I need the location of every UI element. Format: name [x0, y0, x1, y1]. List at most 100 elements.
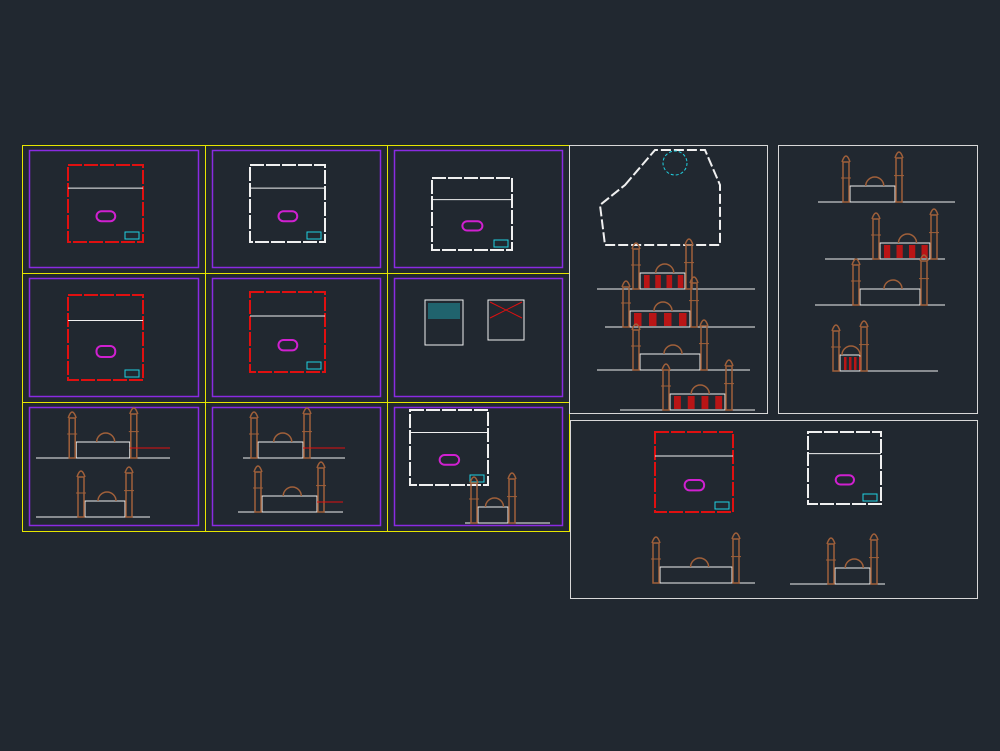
minaret-shaft: [685, 244, 693, 290]
floor-plan-final-2: [807, 431, 882, 505]
frame-plans-sections[interactable]: [570, 420, 978, 599]
facade-panel: [896, 245, 903, 258]
minaret-shaft: [732, 538, 740, 584]
dome: [865, 176, 885, 187]
minaret-shaft: [930, 214, 938, 260]
dome: [897, 233, 918, 244]
sheet-cell: [22, 402, 206, 532]
facade-panel: [844, 357, 847, 370]
viewport-border: [28, 149, 200, 269]
dome: [841, 345, 861, 356]
facade-panel: [921, 245, 928, 258]
minaret-shaft: [508, 478, 516, 524]
elevation-7: [815, 254, 945, 306]
elevation-front: [36, 407, 170, 459]
stair-block: [306, 231, 322, 240]
sheet-cell: [387, 402, 570, 532]
minaret-shaft: [68, 417, 76, 459]
minaret-cap: [869, 533, 879, 541]
minaret-shaft: [250, 417, 258, 459]
right-frames: [569, 145, 978, 599]
facade-panel: [644, 275, 650, 288]
dome: [273, 432, 293, 443]
detail-plan-a: [424, 299, 464, 346]
minaret-cap: [316, 461, 326, 469]
minaret-shaft: [254, 471, 262, 513]
minaret-cap: [651, 536, 661, 544]
facade-panel: [655, 275, 661, 288]
dome: [97, 491, 117, 502]
facade: [257, 441, 304, 459]
minaret-cap: [699, 319, 709, 327]
mihrab-oval: [438, 454, 461, 466]
viewport-border: [393, 277, 564, 398]
facade: [639, 353, 701, 371]
dome: [883, 279, 903, 290]
minaret-shaft: [852, 264, 860, 306]
minaret-cap: [724, 359, 734, 367]
elevation-west: [238, 461, 343, 513]
mihrab-oval: [461, 220, 484, 232]
facade-panel: [687, 396, 695, 409]
mihrab-oval: [834, 474, 855, 486]
stair-block: [862, 493, 878, 502]
viewport-border: [211, 149, 382, 269]
minaret-cap: [859, 320, 869, 328]
minaret-cap: [507, 472, 517, 480]
elevation-6: [825, 208, 945, 260]
minaret-shaft: [872, 218, 880, 260]
facade: [261, 495, 318, 513]
facade: [834, 567, 871, 585]
minaret-shaft: [860, 326, 868, 372]
facade: [849, 185, 896, 203]
dome-outline: [662, 150, 688, 176]
stair-block: [306, 361, 322, 370]
plan-walls: [431, 177, 513, 251]
frame-plan-elevations[interactable]: [569, 145, 768, 414]
facade: [84, 500, 126, 518]
floor-plan-final: [654, 431, 734, 513]
minaret-cap: [731, 532, 741, 540]
minaret-shaft: [920, 260, 928, 306]
detail-plan-b: [487, 299, 525, 341]
section-side: [36, 466, 150, 518]
minaret-shaft: [662, 369, 670, 411]
mihrab-oval: [683, 479, 706, 492]
stair-block: [124, 231, 140, 240]
dome: [690, 384, 710, 395]
viewport-border: [393, 406, 564, 527]
complex-plan: [598, 149, 721, 246]
viewport-border: [393, 149, 564, 269]
minaret-shaft: [690, 282, 698, 328]
minaret-cap: [631, 242, 641, 250]
mihrab-oval: [277, 339, 299, 352]
minaret-shaft: [125, 472, 133, 518]
minaret-cap: [249, 411, 259, 419]
stair-block: [493, 239, 509, 248]
floor-plan-columns: [67, 294, 144, 381]
drawings: [36, 149, 955, 585]
dome: [663, 344, 683, 355]
minaret-cap: [831, 324, 841, 332]
facade-panel: [664, 313, 672, 326]
mihrab-oval: [95, 210, 117, 223]
floor-plan-upper: [249, 291, 326, 373]
mihrab-oval: [95, 345, 117, 359]
stair-block: [124, 369, 140, 378]
minaret-cap: [469, 476, 479, 484]
plan-walls: [67, 164, 144, 243]
dome: [282, 486, 302, 497]
minaret-shaft: [632, 329, 640, 371]
dome: [484, 497, 505, 508]
minaret-shaft: [77, 476, 85, 518]
facade: [669, 393, 726, 411]
frame-elevations[interactable]: [778, 145, 978, 414]
minaret-cap: [67, 411, 77, 419]
elevation-final: [651, 532, 755, 584]
plan-walls: [409, 409, 489, 486]
minaret-cap: [851, 258, 861, 266]
facade: [859, 288, 921, 306]
minaret-cap: [689, 276, 699, 284]
detail-plans: [424, 299, 525, 346]
